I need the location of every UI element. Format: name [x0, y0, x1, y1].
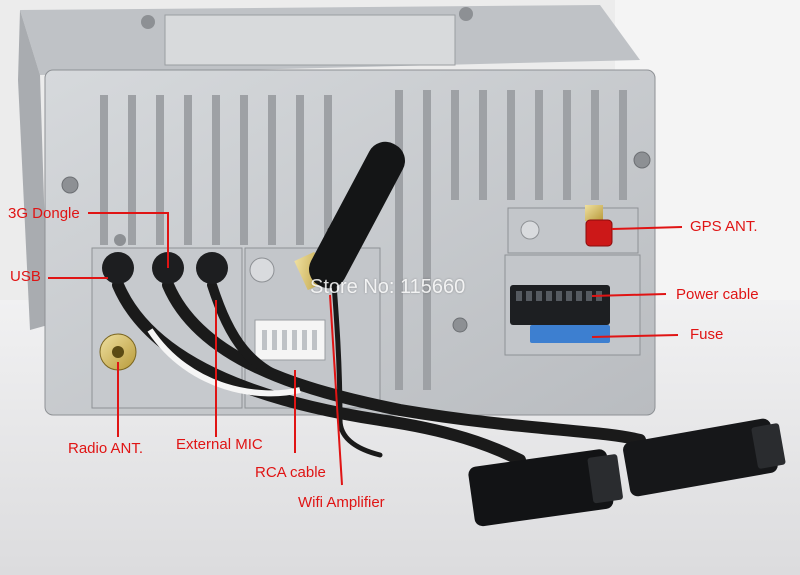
- store-watermark: Store No: 115660: [310, 276, 466, 298]
- line-power-cable: [591, 293, 667, 297]
- label-radio-ant: Radio ANT.: [68, 440, 144, 457]
- vent-slots-left: [100, 95, 332, 245]
- gps-sma-cap: [585, 219, 613, 247]
- plug-mic: [196, 252, 228, 284]
- gps-panel-screw: [520, 220, 540, 240]
- rca-connector-pins: [262, 330, 317, 350]
- power-connector-pins: [516, 291, 602, 301]
- line-gps-ant: [611, 226, 683, 230]
- screw-left-bottom: [114, 234, 126, 246]
- wifi-antenna: [309, 141, 405, 289]
- label-gps-ant: GPS ANT.: [690, 218, 758, 235]
- line-dongle: [88, 212, 169, 268]
- gps-sma-base: [585, 205, 603, 221]
- screw-right-bottom: [452, 317, 468, 333]
- label-power-cable: Power cable: [676, 286, 759, 303]
- usb-plug-back: [623, 418, 786, 497]
- top-screw-left: [141, 15, 155, 29]
- label-wifi-amplifier: Wifi Amplifier: [298, 494, 385, 511]
- screw-left-top: [61, 176, 79, 194]
- top-screw-right: [459, 7, 473, 21]
- screw-right-top: [633, 151, 651, 169]
- round-plug: [249, 257, 275, 283]
- label-external-mic: External MIC: [176, 436, 263, 453]
- label-rca-cable: RCA cable: [255, 464, 326, 481]
- vent-slots-right: [395, 90, 627, 390]
- power-connector: [510, 285, 610, 325]
- radio-ant-socket-hole: [112, 346, 124, 358]
- line-wifi-amplifier: [329, 294, 343, 486]
- usb-plug-front: [468, 449, 623, 527]
- line-fuse: [591, 334, 679, 338]
- label-fuse: Fuse: [690, 326, 724, 343]
- label-usb: USB: [10, 268, 41, 285]
- cable-mic: [207, 280, 305, 390]
- white-cable: [147, 328, 301, 397]
- fuse-holder: [530, 325, 610, 343]
- cable-dongle: [162, 279, 646, 446]
- side-panel: [18, 10, 48, 330]
- top-label-sticker: [164, 14, 456, 66]
- label-3g-dongle: 3G Dongle: [8, 205, 80, 222]
- plug-usb: [102, 252, 134, 284]
- annotation-lines: [48, 212, 683, 486]
